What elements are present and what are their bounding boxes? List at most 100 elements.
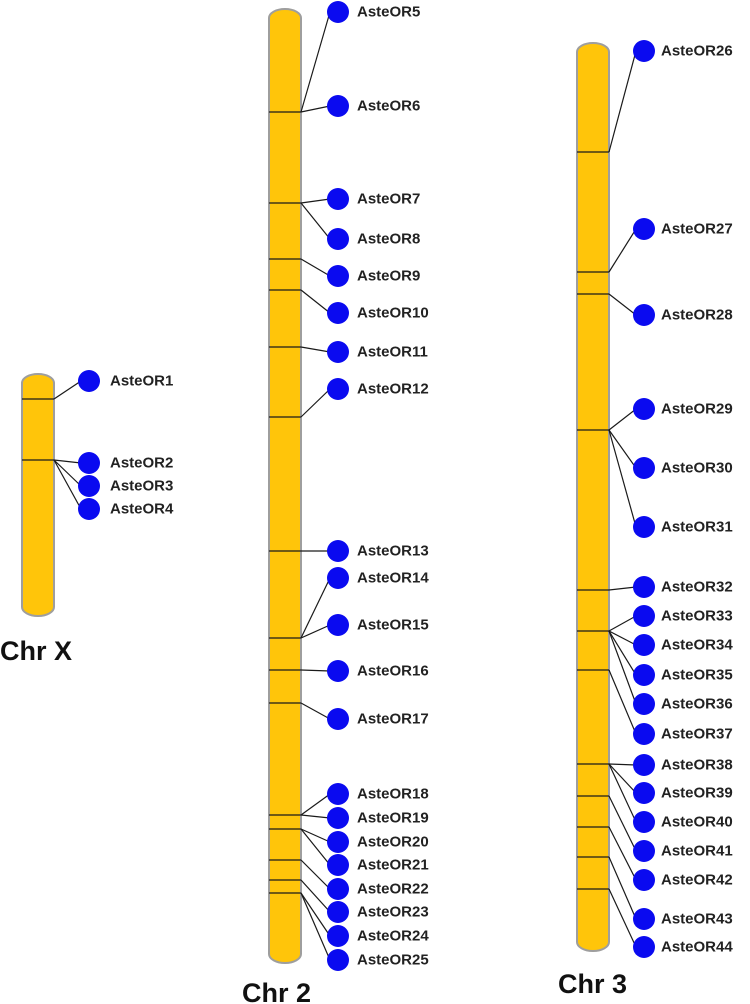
gene-leader-line xyxy=(300,388,331,418)
gene-marker-asteor3[interactable] xyxy=(78,475,100,497)
gene-label-asteor38: AsteOR38 xyxy=(661,757,733,774)
gene-leader-line xyxy=(300,198,331,204)
gene-marker-asteor24[interactable] xyxy=(327,925,349,947)
gene-label-asteor43: AsteOR43 xyxy=(661,911,733,928)
gene-marker-asteor1[interactable] xyxy=(78,370,100,392)
gene-leader-line xyxy=(300,11,331,113)
gene-marker-asteor26[interactable] xyxy=(633,40,655,62)
gene-leader-line xyxy=(300,258,331,277)
gene-leader-line xyxy=(300,892,331,961)
gene-marker-asteor30[interactable] xyxy=(633,457,655,479)
gene-label-asteor34: AsteOR34 xyxy=(661,637,733,654)
chromosome-chr-3 xyxy=(576,42,610,952)
gene-label-asteor33: AsteOR33 xyxy=(661,608,733,625)
gene-marker-asteor6[interactable] xyxy=(327,95,349,117)
gene-marker-layer: AsteOR1AsteOR2AsteOR3AsteOR4AsteOR5AsteO… xyxy=(78,1,733,971)
gene-marker-asteor4[interactable] xyxy=(78,498,100,520)
gene-marker-asteor20[interactable] xyxy=(327,831,349,853)
gene-label-asteor6: AsteOR6 xyxy=(357,98,420,115)
gene-marker-asteor10[interactable] xyxy=(327,302,349,324)
gene-marker-asteor41[interactable] xyxy=(633,840,655,862)
gene-marker-asteor19[interactable] xyxy=(327,807,349,829)
gene-marker-asteor2[interactable] xyxy=(78,452,100,474)
gene-marker-asteor23[interactable] xyxy=(327,901,349,923)
gene-label-asteor1: AsteOR1 xyxy=(110,373,173,390)
gene-label-asteor4: AsteOR4 xyxy=(110,501,174,518)
gene-label-asteor14: AsteOR14 xyxy=(357,570,429,587)
gene-marker-asteor17[interactable] xyxy=(327,708,349,730)
gene-leader-line xyxy=(608,763,637,766)
gene-marker-asteor7[interactable] xyxy=(327,188,349,210)
gene-leader-line xyxy=(53,459,82,464)
gene-marker-asteor38[interactable] xyxy=(633,754,655,776)
gene-marker-asteor39[interactable] xyxy=(633,782,655,804)
gene-marker-asteor34[interactable] xyxy=(633,634,655,656)
gene-leader-line xyxy=(300,892,331,937)
gene-marker-asteor35[interactable] xyxy=(633,664,655,686)
gene-leader-line xyxy=(300,669,331,672)
gene-leader-line xyxy=(608,50,637,153)
gene-label-asteor42: AsteOR42 xyxy=(661,872,733,889)
gene-leader-line xyxy=(53,459,82,510)
gene-label-asteor21: AsteOR21 xyxy=(357,857,429,874)
gene-leader-line xyxy=(608,856,637,920)
gene-marker-asteor18[interactable] xyxy=(327,783,349,805)
gene-marker-asteor44[interactable] xyxy=(633,936,655,958)
gene-label-asteor29: AsteOR29 xyxy=(661,401,733,418)
gene-marker-asteor37[interactable] xyxy=(633,723,655,745)
gene-leader-line xyxy=(608,630,637,676)
gene-leader-line xyxy=(608,228,637,273)
gene-leader-line xyxy=(608,669,637,735)
gene-marker-asteor21[interactable] xyxy=(327,854,349,876)
gene-leader-line xyxy=(608,429,637,528)
gene-leader-line xyxy=(300,202,331,240)
chromosome-label-chr-x: Chr X xyxy=(0,636,72,666)
gene-marker-asteor31[interactable] xyxy=(633,516,655,538)
gene-label-asteor27: AsteOR27 xyxy=(661,221,733,238)
gene-marker-asteor27[interactable] xyxy=(633,218,655,240)
gene-leader-line xyxy=(300,859,331,890)
gene-label-asteor19: AsteOR19 xyxy=(357,810,429,827)
gene-label-asteor39: AsteOR39 xyxy=(661,785,733,802)
gene-label-asteor40: AsteOR40 xyxy=(661,814,733,831)
gene-marker-asteor22[interactable] xyxy=(327,878,349,900)
gene-marker-asteor16[interactable] xyxy=(327,660,349,682)
gene-marker-asteor12[interactable] xyxy=(327,378,349,400)
gene-label-asteor26: AsteOR26 xyxy=(661,43,733,60)
gene-marker-asteor28[interactable] xyxy=(633,304,655,326)
gene-leader-line xyxy=(608,630,637,646)
gene-label-asteor44: AsteOR44 xyxy=(661,939,733,956)
gene-leader-line xyxy=(608,630,637,705)
gene-marker-asteor43[interactable] xyxy=(633,908,655,930)
gene-marker-asteor36[interactable] xyxy=(633,693,655,715)
gene-leader-line xyxy=(300,624,331,639)
gene-marker-asteor9[interactable] xyxy=(327,265,349,287)
gene-label-asteor28: AsteOR28 xyxy=(661,307,733,324)
gene-label-asteor9: AsteOR9 xyxy=(357,268,420,285)
gene-label-asteor10: AsteOR10 xyxy=(357,305,429,322)
gene-marker-asteor32[interactable] xyxy=(633,576,655,598)
gene-label-asteor16: AsteOR16 xyxy=(357,663,429,680)
chromosome-layer xyxy=(21,8,610,964)
gene-marker-asteor5[interactable] xyxy=(327,1,349,23)
gene-label-asteor37: AsteOR37 xyxy=(661,726,733,743)
gene-label-asteor20: AsteOR20 xyxy=(357,834,429,851)
gene-leader-line xyxy=(608,408,637,431)
gene-leader-line xyxy=(608,293,637,316)
gene-marker-asteor13[interactable] xyxy=(327,540,349,562)
gene-leader-line xyxy=(300,828,331,843)
gene-label-asteor15: AsteOR15 xyxy=(357,617,429,634)
gene-marker-asteor40[interactable] xyxy=(633,811,655,833)
gene-marker-asteor33[interactable] xyxy=(633,605,655,627)
gene-marker-asteor42[interactable] xyxy=(633,869,655,891)
gene-label-asteor11: AsteOR11 xyxy=(357,344,428,361)
gene-marker-asteor14[interactable] xyxy=(327,567,349,589)
gene-leader-line xyxy=(300,814,331,819)
gene-marker-asteor29[interactable] xyxy=(633,398,655,420)
gene-marker-asteor25[interactable] xyxy=(327,949,349,971)
gene-marker-asteor11[interactable] xyxy=(327,341,349,363)
gene-marker-asteor15[interactable] xyxy=(327,614,349,636)
gene-marker-asteor8[interactable] xyxy=(327,228,349,250)
